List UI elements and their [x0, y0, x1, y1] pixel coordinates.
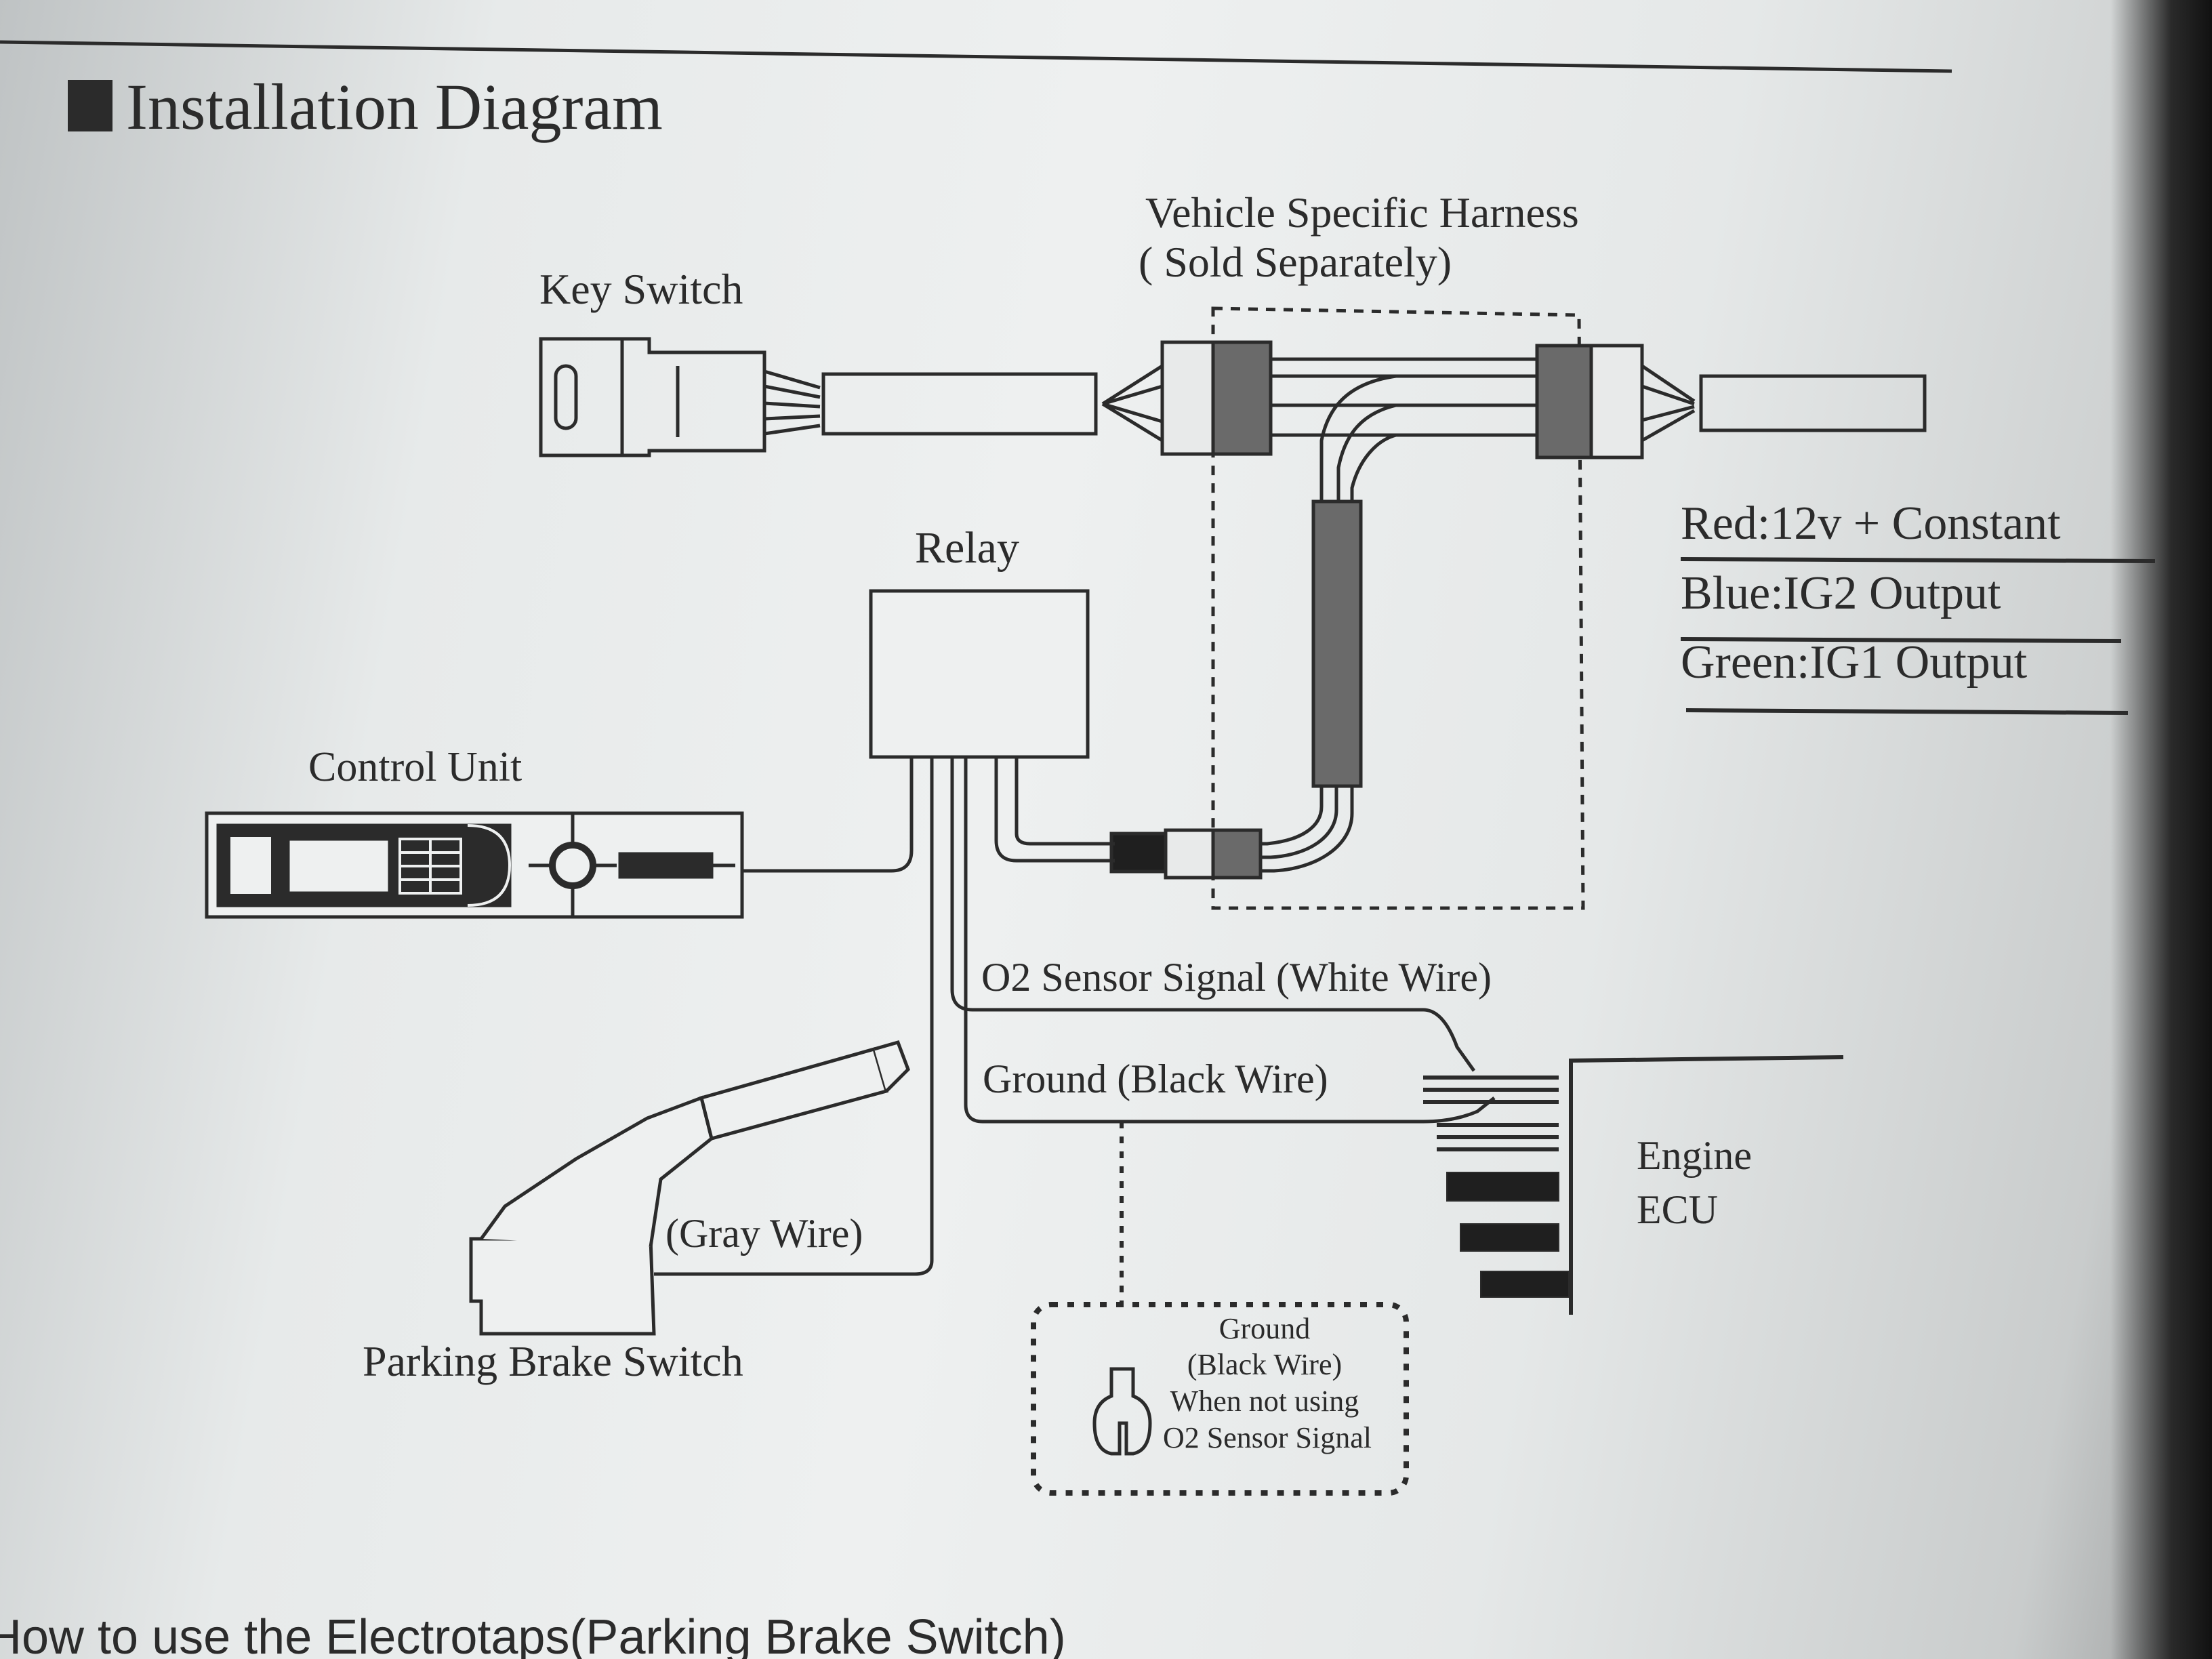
harness-wire-sleeve: [1311, 499, 1363, 788]
ecu-label: ECU: [1637, 1187, 1718, 1232]
header-square-bullet: [68, 80, 112, 131]
control-unit-label: Control Unit: [308, 744, 522, 790]
relay-wire-bundle: [654, 757, 1496, 1276]
harness-title: Vehicle Specific Harness: [1145, 188, 1579, 237]
ground-note-box: [1031, 1302, 1409, 1496]
ring-terminal-icon: [1092, 1367, 1152, 1456]
relay-harness-wire: [994, 757, 1115, 863]
relay-label: Relay: [915, 523, 1019, 573]
key-switch-cable: [821, 372, 1098, 436]
legend-blue: Blue:IG2 Output: [1681, 567, 2001, 619]
legend-rule: [1680, 637, 2122, 643]
ground-label: Ground (Black Wire): [983, 1057, 1328, 1101]
harness-output-cable: [1699, 374, 1927, 432]
top-rule: [0, 40, 1952, 73]
harness-note: ( Sold Separately): [1139, 238, 1452, 286]
parking-brake-label: Parking Brake Switch: [363, 1337, 743, 1385]
key-switch-label: Key Switch: [539, 265, 743, 313]
harness-branch-wires: [1319, 374, 1397, 501]
legend-green: Green:IG1 Output: [1681, 636, 2028, 689]
ground-note-line: (Black Wire): [1187, 1348, 1342, 1381]
ground-note-text: Ground (Black Wire) When not using O2 Se…: [1163, 1312, 1372, 1454]
ground-note-line: When not using: [1170, 1385, 1359, 1418]
o2-sensor-label: O2 Sensor Signal (White Wire): [981, 955, 1492, 1000]
ground-note-line: O2 Sensor Signal: [1163, 1421, 1372, 1454]
harness-lower-connector: [1109, 828, 1263, 880]
control-unit-icon: [205, 811, 744, 919]
key-switch-icon: [539, 337, 821, 457]
engine-ecu-icon: [1423, 1055, 1844, 1315]
wire-color-legend: Red:12v + Constant Blue:IG2 Output Green…: [1680, 497, 2156, 715]
harness-left-connector: [1101, 340, 1273, 456]
legend-rule: [1680, 557, 2156, 563]
gray-wire-label: (Gray Wire): [665, 1211, 863, 1256]
ground-note-line: Ground: [1219, 1312, 1310, 1345]
parking-brake-icon: [469, 1040, 910, 1336]
legend-rule: [1685, 708, 2129, 715]
harness-lower-wires: [1261, 786, 1354, 873]
engine-label: Engine: [1637, 1133, 1752, 1178]
harness-right-connector: [1535, 344, 1696, 459]
photo-dark-edge: [2110, 0, 2212, 1659]
relay-harness-wire-inner: [1015, 757, 1115, 846]
page-title: Installation Diagram: [126, 70, 663, 143]
harness-main-wires: [1271, 357, 1537, 437]
legend-red: Red:12v + Constant: [1681, 497, 2061, 550]
footer-heading: How to use the Electrotaps(Parking Brake…: [0, 1610, 1066, 1659]
relay-box: [869, 589, 1090, 759]
harness-dashed-outline: [1211, 306, 1585, 910]
